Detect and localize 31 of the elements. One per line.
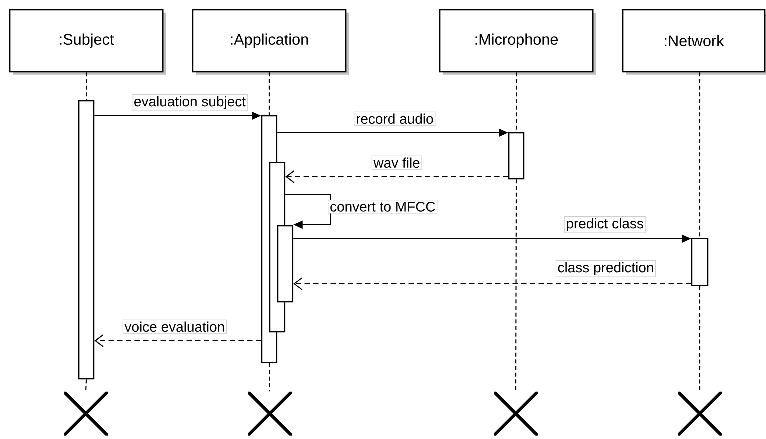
- lifeline-head: :Microphone: [439, 9, 596, 75]
- lifeline-head: :Subject: [9, 9, 166, 75]
- lifeline-head: :Network: [622, 9, 766, 75]
- lifeline-head: :Application: [192, 9, 350, 75]
- lifeline: [515, 180, 518, 392]
- lifeline: [268, 364, 271, 392]
- lifeline: [85, 380, 88, 392]
- destruction-mark: [678, 392, 722, 436]
- edge-label: predict class: [564, 216, 646, 234]
- lifeline: [699, 286, 701, 392]
- lifeline: [516, 72, 518, 132]
- edge-label: record audio: [354, 112, 436, 126]
- destruction-mark: [494, 392, 538, 436]
- message-arrow: [94, 334, 262, 348]
- edge-label: evaluation subject: [132, 94, 248, 112]
- edge-label: class prediction: [556, 260, 656, 278]
- message-arrow: [286, 170, 508, 184]
- destruction-mark: [248, 392, 292, 436]
- activation-bar: [277, 225, 294, 303]
- lifeline: [699, 72, 701, 238]
- edge-label: voice evaluation: [122, 320, 228, 334]
- message-arrow: [286, 194, 332, 230]
- lifeline: [268, 72, 270, 116]
- edge-label: wav file: [372, 156, 422, 170]
- destruction-mark: [64, 392, 108, 436]
- activation-bar: [508, 132, 525, 180]
- edge-label: convert to MFCC: [328, 200, 438, 214]
- lifeline: [86, 72, 88, 100]
- activation-bar: [78, 100, 95, 380]
- activation-bar: [691, 238, 709, 286]
- message-arrow: [294, 278, 692, 290]
